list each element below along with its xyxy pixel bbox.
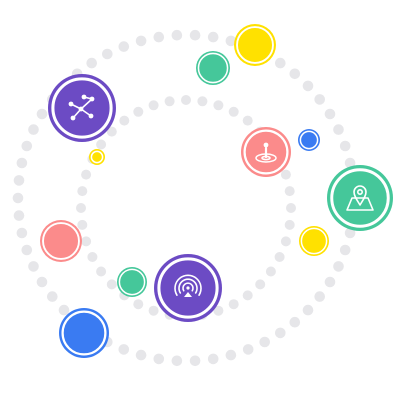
orbit-dot: [207, 31, 219, 43]
orbit-dot: [302, 80, 314, 92]
node-layer: [40, 24, 393, 358]
orbit-dot: [225, 35, 237, 47]
yellow-circle-right: [299, 226, 329, 256]
orbit-dot: [153, 31, 165, 43]
orbit-dot: [242, 344, 254, 355]
orbit-dot: [47, 291, 58, 302]
orbit-dot: [242, 115, 253, 126]
orbit-dot: [274, 252, 285, 262]
yellow-dot-small: [89, 149, 105, 165]
orbit-dot: [76, 203, 86, 213]
orbit-dot: [284, 186, 295, 197]
orbit-dot: [344, 227, 356, 239]
orbit-dot: [333, 124, 344, 135]
orbit-dot: [13, 175, 25, 186]
orbit-dot: [118, 41, 130, 52]
orbit-dot: [135, 35, 147, 47]
network-node: [48, 74, 116, 142]
orbit-dot: [284, 219, 295, 230]
orbit-dot: [286, 203, 296, 213]
blue-circle-bottom: [59, 308, 109, 358]
orbit-dot: [314, 94, 326, 105]
yellow-circle-top: [234, 24, 276, 66]
orbit-dot: [12, 192, 24, 204]
orbit-dot: [81, 236, 92, 247]
orbit-dot: [16, 227, 28, 239]
green-circle-top: [196, 51, 230, 85]
green-circle-bottom: [117, 267, 147, 297]
orbit-dot: [225, 349, 237, 361]
orbit-dot: [106, 279, 117, 290]
orbit-dot: [314, 291, 326, 302]
orbit-dot: [324, 276, 336, 288]
orbit-dot: [96, 266, 107, 277]
orbit-dot: [344, 157, 356, 169]
coral-circle-left: [40, 220, 82, 262]
orbit-dot: [213, 305, 224, 316]
orbit-dot: [87, 252, 98, 262]
orbit-dot: [228, 299, 239, 310]
orbit-dot: [118, 344, 130, 355]
orbit-dot: [36, 108, 48, 120]
orbit-dot: [21, 244, 33, 256]
orbit-dot: [28, 261, 39, 272]
orbit-dot: [265, 266, 276, 277]
map-pin-node: [327, 165, 393, 231]
orbit-dot: [197, 96, 208, 107]
orbit-dot: [289, 316, 301, 328]
orbit-dot: [289, 68, 301, 80]
orbit-dot: [119, 115, 130, 126]
map-pin-icon: [346, 185, 374, 211]
network-icon: [68, 94, 95, 121]
orbit-dot: [13, 210, 25, 221]
orbit-dot: [280, 236, 291, 247]
airplay-node: [154, 254, 222, 322]
orbit-dot: [148, 100, 159, 111]
orbit-dot: [133, 106, 144, 117]
orbit-dot: [275, 327, 286, 339]
orbit-dot: [96, 139, 107, 150]
orbit-dot: [77, 186, 88, 197]
orbit-dot: [324, 108, 336, 120]
orbit-dot: [207, 353, 219, 365]
orbit-dot: [21, 140, 33, 152]
orbit-dot: [275, 57, 286, 69]
orbit-dot: [102, 48, 113, 60]
orbit-dot: [28, 124, 39, 135]
blue-circle-right: [298, 129, 320, 151]
orbit-dot: [81, 169, 92, 180]
orbit-dot: [189, 29, 201, 41]
orbit-dot: [242, 290, 253, 301]
orbit-dot: [148, 305, 159, 316]
orbit-dot: [280, 169, 291, 180]
orbit-dot: [213, 100, 224, 111]
location-icon: [255, 142, 277, 163]
orbit-dot: [106, 126, 117, 137]
orbit-dot: [333, 261, 344, 272]
orbit-dot: [86, 57, 97, 69]
orbit-dot: [36, 276, 48, 288]
orbit-dot: [189, 355, 201, 367]
orbit-dot: [164, 96, 175, 107]
orbit-dot: [16, 157, 28, 169]
orbit-dot: [133, 299, 144, 310]
orbit-dot: [302, 304, 314, 316]
orbit-dot: [259, 336, 271, 348]
inner-dot-ring: [76, 95, 296, 321]
orbit-dot: [77, 219, 88, 230]
orbit-dot: [255, 279, 266, 290]
orbit-dot: [135, 349, 147, 361]
orbit-dot: [339, 140, 351, 152]
orbit-dot: [339, 244, 351, 256]
orbit-dot: [171, 355, 183, 367]
location-node: [241, 127, 291, 177]
orbit-dot: [181, 95, 191, 105]
orbit-dot: [228, 106, 239, 117]
airplay-icon: [174, 274, 202, 297]
orbit-dot: [171, 29, 183, 41]
orbit-dot: [153, 353, 165, 365]
orbit-dot: [58, 304, 70, 316]
